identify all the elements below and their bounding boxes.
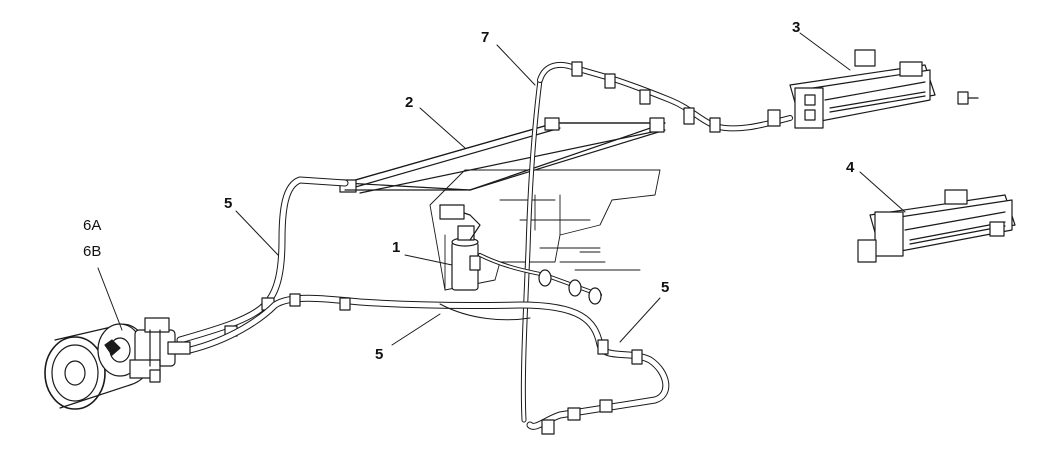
callout-6a: 6A — [83, 217, 102, 234]
evaporator-unit-4 — [857, 189, 1016, 263]
callout-5-upper: 5 — [224, 195, 233, 212]
leader-lines — [97, 32, 906, 346]
callout-5-lower: 5 — [375, 346, 384, 363]
callout-4: 4 — [846, 159, 855, 176]
callout-3: 3 — [792, 19, 801, 36]
callout-1: 1 — [392, 239, 401, 256]
condenser-assembly — [339, 117, 666, 194]
callout-7: 7 — [481, 29, 490, 46]
hose-7 — [520, 61, 793, 423]
callout-2: 2 — [405, 94, 414, 111]
callout-5-right: 5 — [661, 279, 670, 296]
hose-5-lower — [186, 293, 670, 435]
receiver-drier — [439, 204, 481, 291]
compressor — [44, 317, 191, 410]
callout-6b: 6B — [83, 243, 102, 260]
drier-connection-pipe — [478, 253, 602, 305]
evaporator-unit-3 — [789, 49, 979, 129]
body-outline — [429, 169, 661, 291]
